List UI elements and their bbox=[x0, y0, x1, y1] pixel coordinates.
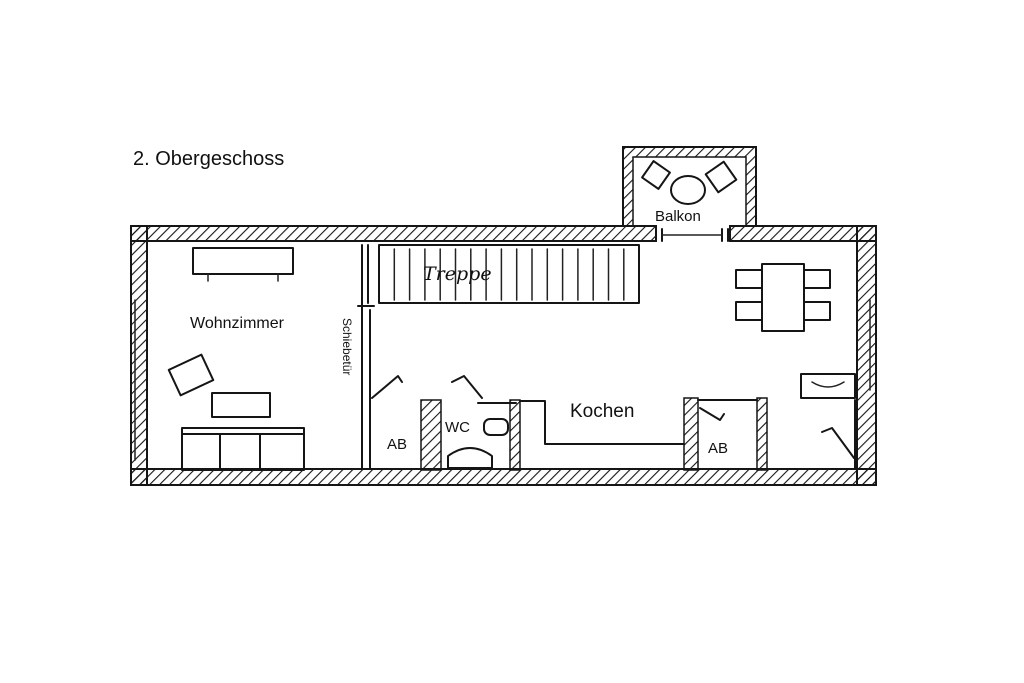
room-label-kitchen: Kochen bbox=[570, 401, 634, 422]
exterior-walls bbox=[130, 225, 877, 486]
room-label-storage-left: AB bbox=[387, 436, 407, 453]
sliding-door-label: Schiebetür bbox=[340, 318, 354, 375]
dining-set bbox=[735, 263, 831, 332]
armchair-icon bbox=[167, 353, 215, 397]
balcony-door bbox=[655, 228, 729, 242]
room-label-living: Wohnzimmer bbox=[190, 315, 285, 332]
plan-title: 2. Obergeschoss bbox=[133, 148, 284, 170]
dining-chair-icon bbox=[735, 301, 763, 321]
storage-right bbox=[683, 397, 768, 471]
sink-unit bbox=[800, 373, 856, 470]
balcony-chair-icon bbox=[641, 160, 671, 190]
balcony-table-icon bbox=[670, 175, 706, 205]
staircase bbox=[367, 244, 640, 304]
toilet-icon bbox=[447, 447, 493, 469]
basin-icon bbox=[483, 418, 509, 436]
kitchen-counter bbox=[519, 400, 685, 445]
room-label-balcony: Balkon bbox=[655, 208, 701, 225]
room-label-storage-right: AB bbox=[708, 440, 728, 457]
living-room-furniture bbox=[167, 247, 305, 471]
balcony bbox=[622, 146, 757, 227]
dining-chair-icon bbox=[803, 269, 831, 289]
coffee-table-icon bbox=[211, 392, 271, 418]
dining-table-icon bbox=[761, 263, 805, 332]
dining-chair-icon bbox=[803, 301, 831, 321]
sink-icon bbox=[800, 373, 856, 399]
room-label-wc: WC bbox=[445, 419, 470, 436]
room-label-stairs: Treppe bbox=[423, 263, 492, 285]
sofa-icon bbox=[181, 427, 305, 471]
dining-chair-icon bbox=[735, 269, 763, 289]
sideboard-icon bbox=[192, 247, 294, 275]
sliding-door bbox=[357, 244, 375, 470]
balcony-chair-icon bbox=[704, 160, 738, 194]
wc-block bbox=[371, 375, 521, 471]
